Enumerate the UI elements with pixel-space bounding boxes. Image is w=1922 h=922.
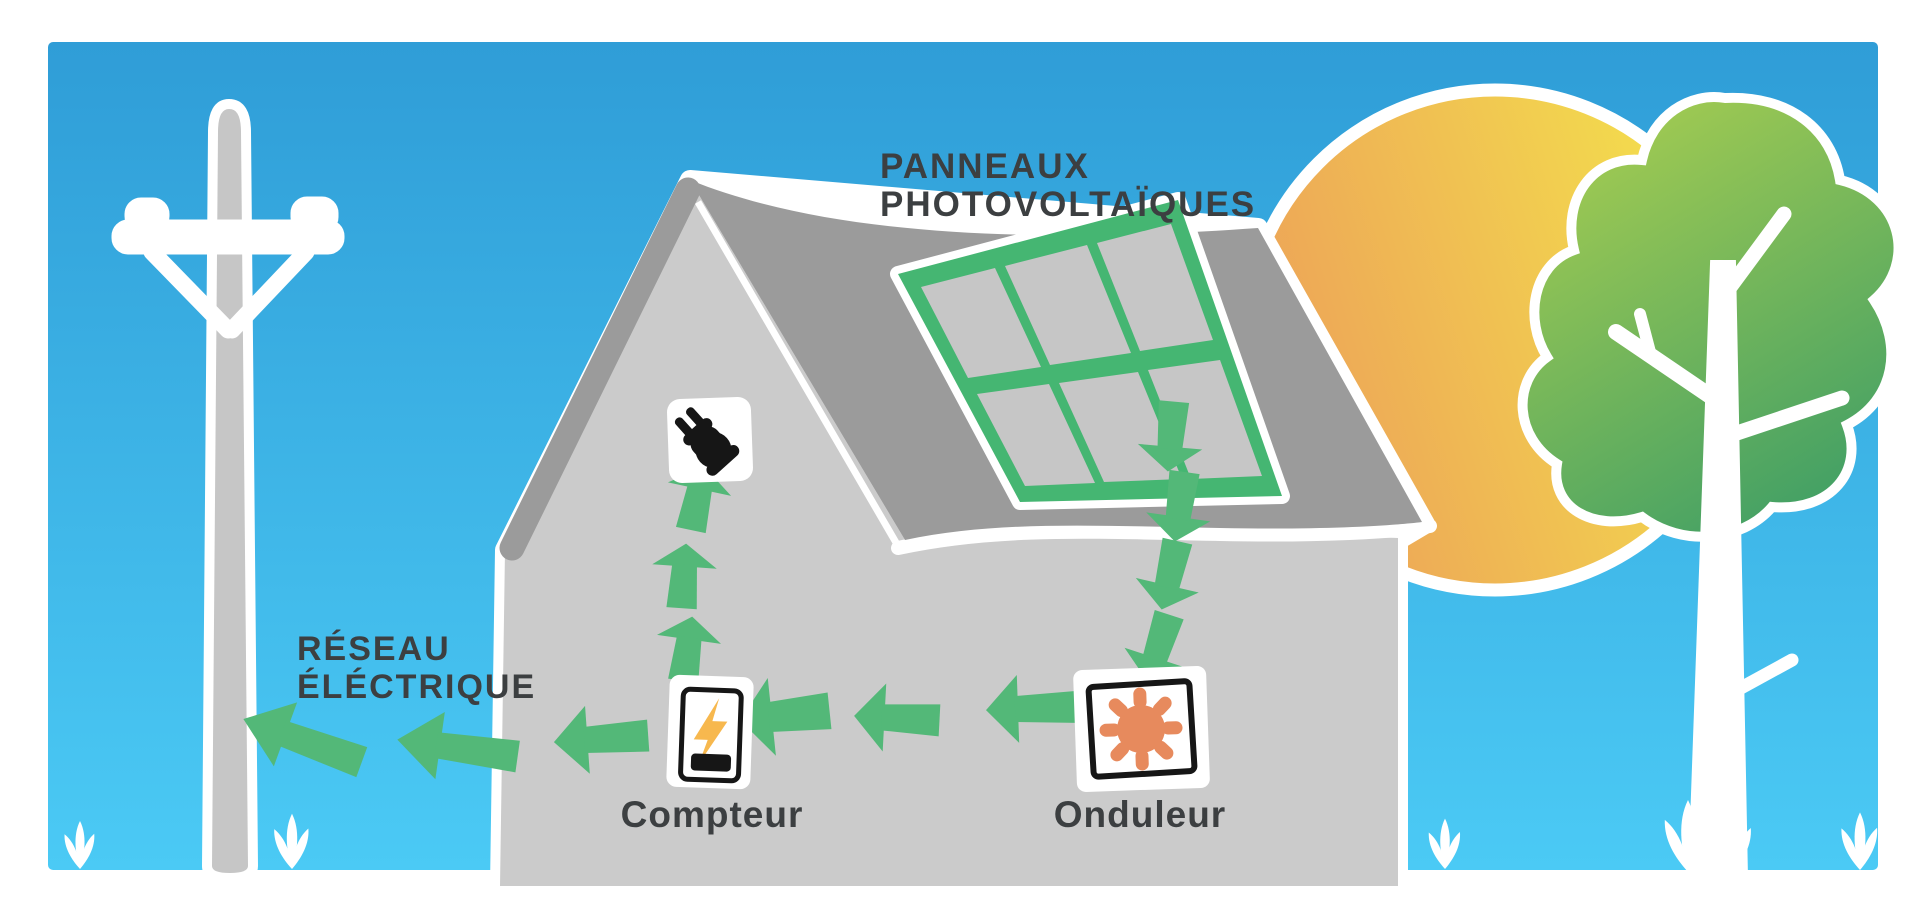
solar-panel-icon bbox=[890, 192, 1290, 510]
roof-eave-trim bbox=[891, 519, 1437, 555]
label-panels-line1: PANNEAUX bbox=[880, 147, 1090, 186]
gable-left-band bbox=[499, 177, 701, 561]
label-inverter: Onduleur bbox=[1054, 794, 1226, 835]
tree-icon bbox=[1517, 92, 1904, 882]
tree-trunk bbox=[1608, 206, 1850, 882]
pole-mast bbox=[201, 98, 259, 884]
inverter-box bbox=[1073, 666, 1210, 792]
labels: PANNEAUX PHOTOVOLTAÏQUES RÉSEAU ÉLÉCTRIQ… bbox=[297, 147, 1256, 835]
utility-pole-icon bbox=[111, 98, 345, 884]
house-icon bbox=[490, 170, 1437, 896]
meter-display-bar bbox=[690, 753, 732, 772]
home-consumption-box bbox=[667, 397, 753, 483]
label-meter: Compteur bbox=[621, 794, 804, 835]
lightning-bolt-icon bbox=[693, 698, 728, 764]
meter-box bbox=[666, 674, 754, 790]
plug-icon bbox=[674, 407, 740, 476]
pole-crossarm bbox=[111, 196, 345, 339]
label-grid-line1: RÉSEAU bbox=[297, 630, 451, 668]
gable-trim bbox=[694, 200, 902, 548]
label-panels-line2: PHOTOVOLTAÏQUES bbox=[880, 185, 1256, 224]
label-grid-line2: ÉLÉCTRIQUE bbox=[297, 668, 536, 706]
inverter-sun-icon bbox=[1099, 687, 1183, 771]
